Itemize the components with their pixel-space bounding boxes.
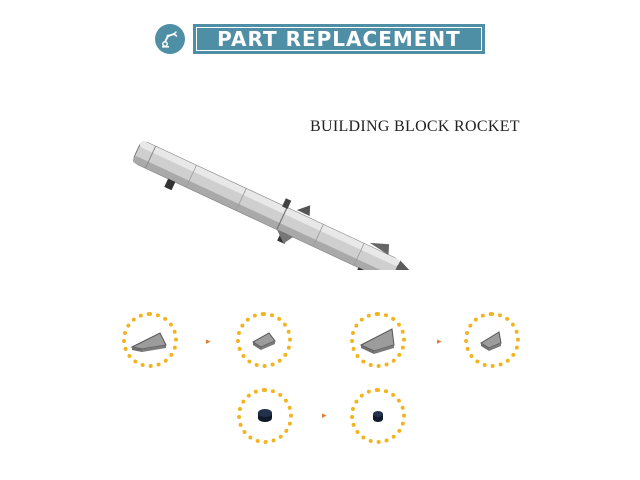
arrow-right-icon: ▸ — [437, 336, 442, 346]
part-circle-after — [236, 312, 292, 368]
part-circle-after — [464, 312, 520, 368]
wedge-plate-small-icon — [252, 332, 276, 350]
wedge-plate-large-icon — [359, 328, 395, 354]
page-title: PART REPLACEMENT — [217, 27, 461, 51]
arrow-right-icon: ▸ — [206, 336, 211, 346]
header-banner: PART REPLACEMENT — [193, 24, 485, 54]
round-stud-black-icon — [373, 411, 383, 422]
rocket-model-image — [132, 140, 416, 270]
round-tile-black-icon — [258, 409, 272, 422]
product-title: BUILDING BLOCK ROCKET — [310, 118, 520, 135]
part-circle-before — [237, 388, 293, 444]
part-circle-before — [122, 312, 178, 368]
wedge-plate-large-icon — [130, 332, 167, 352]
part-circle-after — [350, 388, 406, 444]
part-circle-before — [350, 312, 406, 368]
robot-arm-icon — [155, 24, 185, 54]
arrow-right-icon: ▸ — [322, 410, 327, 420]
wedge-plate-small-icon — [480, 331, 502, 351]
